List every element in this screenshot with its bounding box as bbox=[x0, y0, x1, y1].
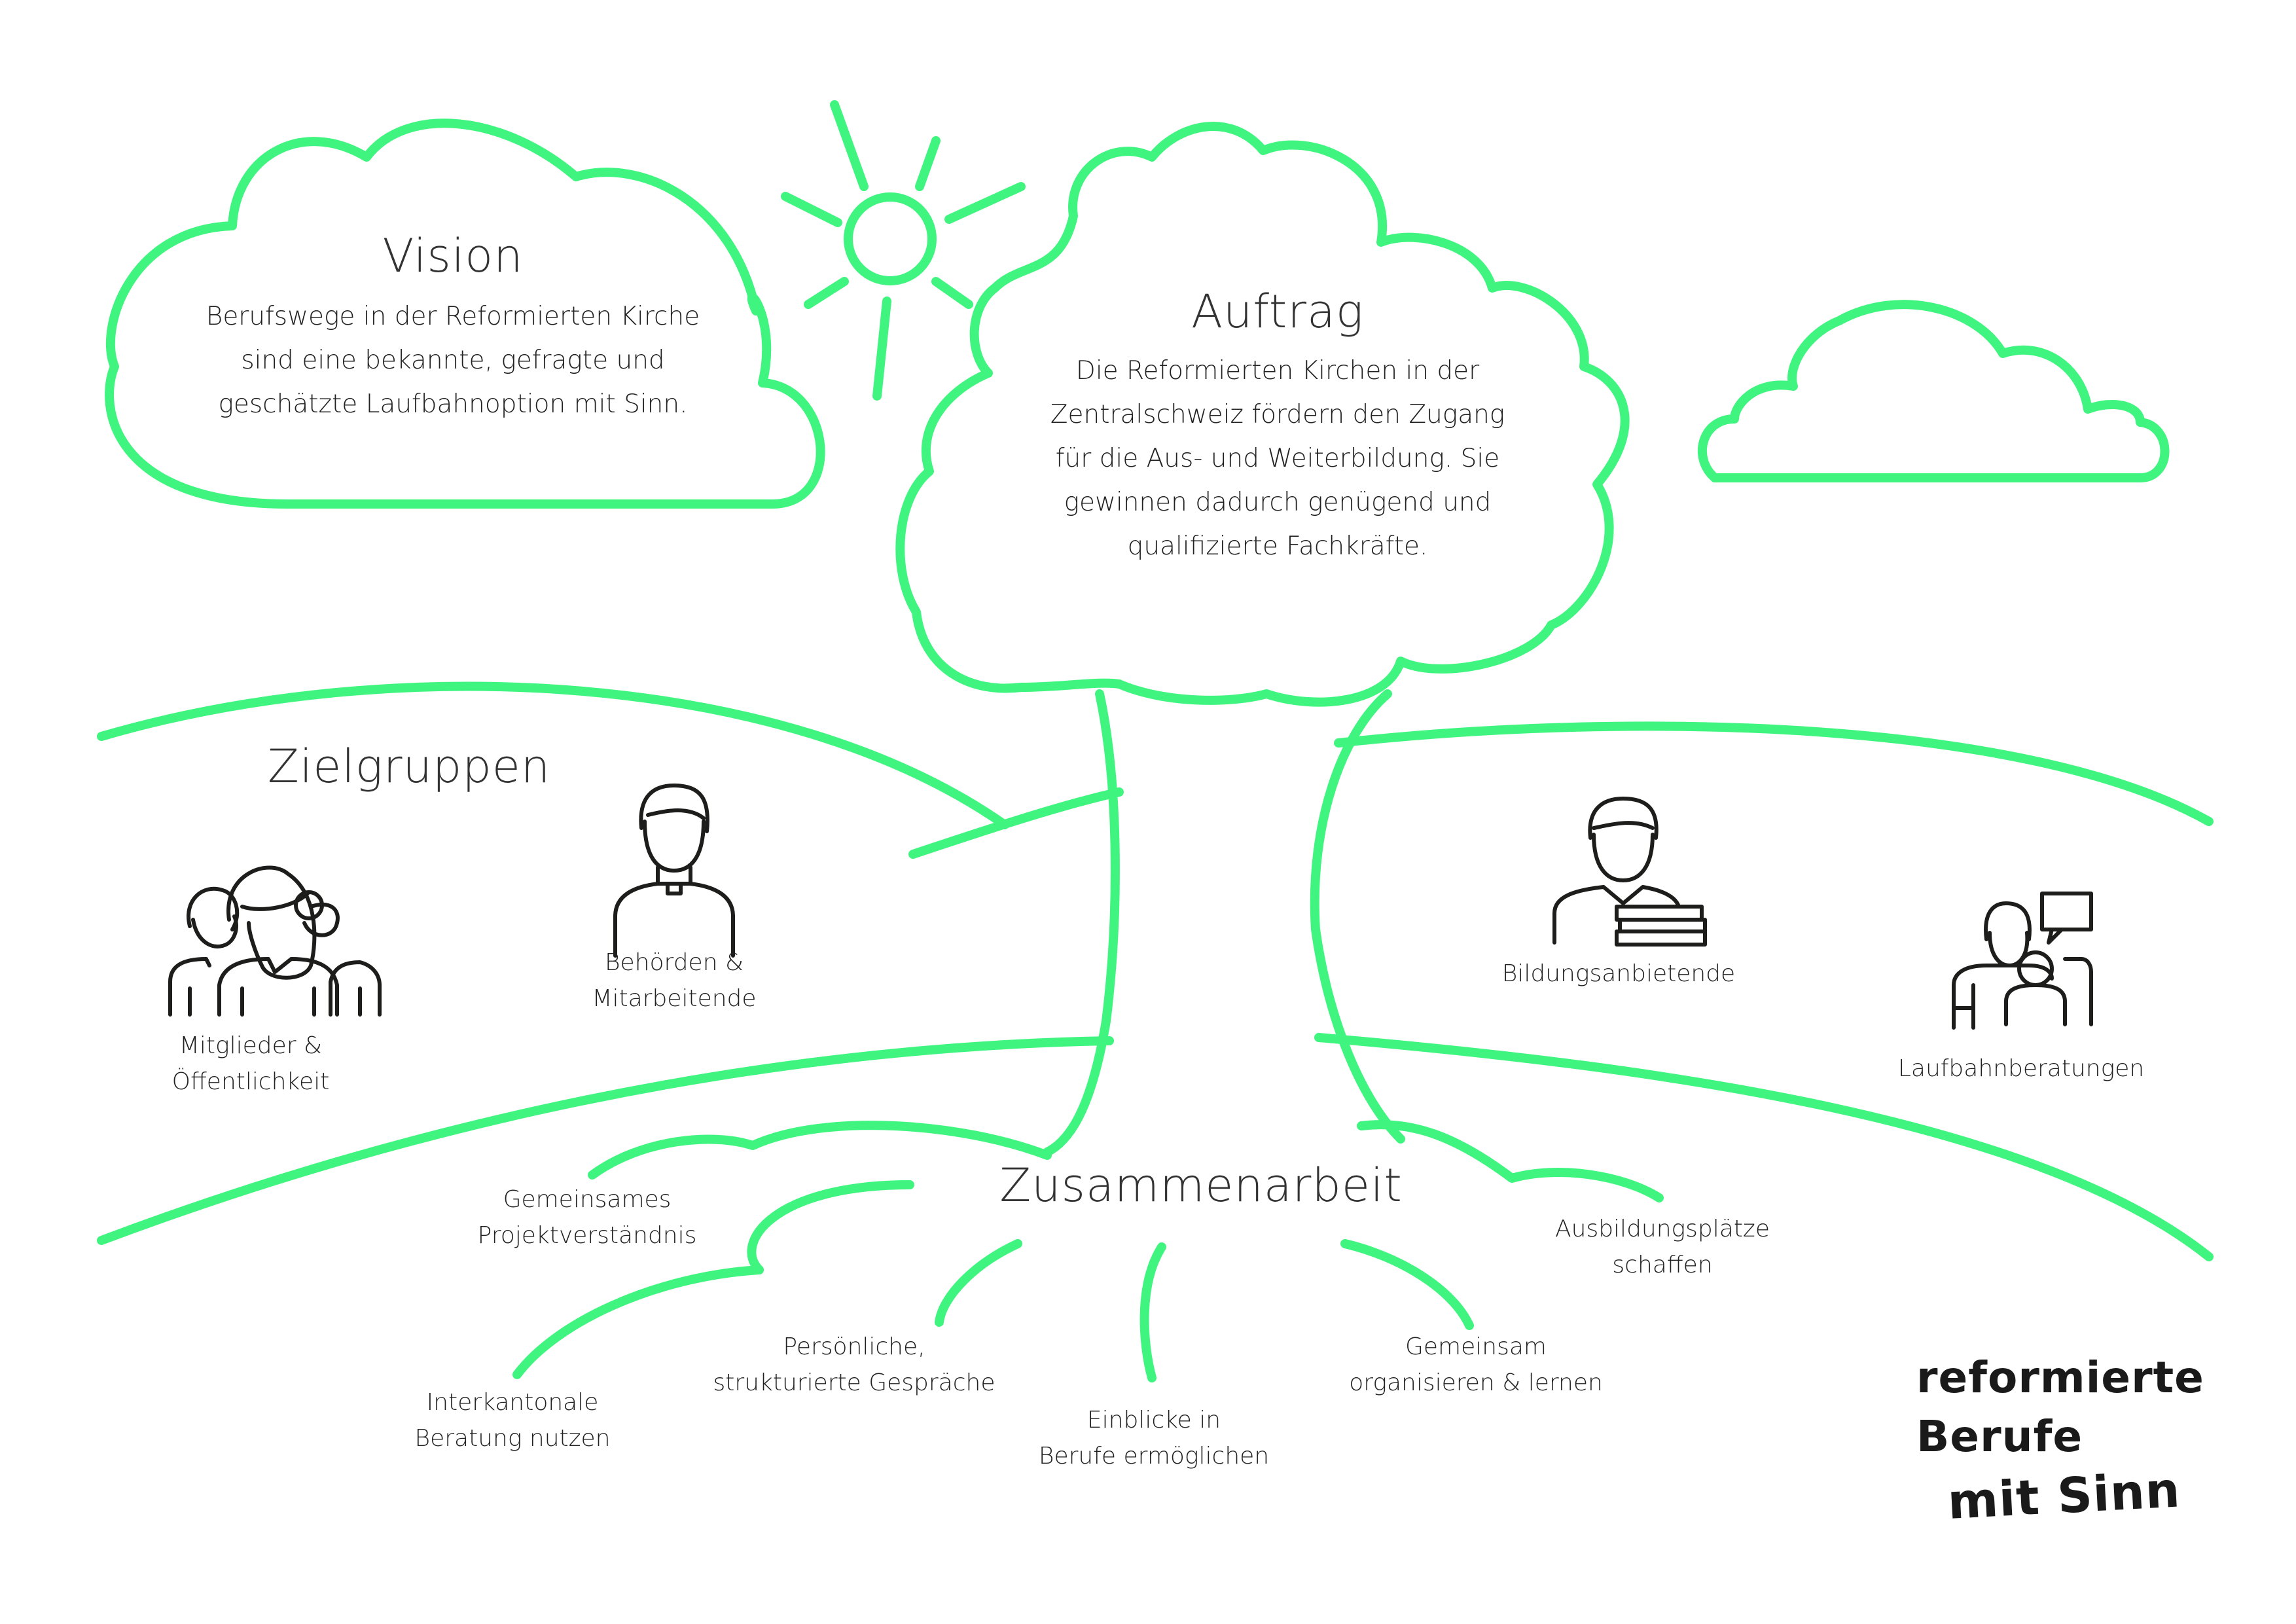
logo-line-3: mit Sinn bbox=[1946, 1462, 2182, 1530]
group-label-behoerden: Behörden & Mitarbeitende bbox=[592, 945, 756, 1017]
tree-crown bbox=[895, 122, 1630, 707]
auftrag-text-line: gewinnen dadurch genügend und bbox=[1064, 488, 1492, 517]
root-label-projektverstaendnis: Gemeinsames Projektverständnis bbox=[478, 1182, 697, 1254]
label-line: Projektverständnis bbox=[477, 1222, 697, 1249]
group-label-bildungsanbietende: Bildungsanbietende bbox=[1502, 956, 1735, 992]
sun-icon bbox=[781, 100, 1026, 401]
label-line: Bildungsanbietende bbox=[1501, 960, 1736, 987]
zusammenarbeit-title: Zusammenarbeit bbox=[999, 1159, 1403, 1212]
tree-trunk-right bbox=[1310, 689, 1405, 1144]
label-line: Laufbahnberatungen bbox=[1897, 1055, 2145, 1082]
auftrag-text-line: Die Reformierten Kirchen in der bbox=[1075, 356, 1480, 386]
counseling-icon bbox=[1952, 892, 2093, 1030]
label-line: Öffentlichkeit bbox=[171, 1068, 330, 1095]
group-label-laufbahnberatungen: Laufbahnberatungen bbox=[1898, 1051, 2144, 1087]
group-label-mitglieder: Mitglieder & Öffentlichkeit bbox=[172, 1028, 330, 1100]
label-line: Persönliche, bbox=[783, 1333, 925, 1360]
label-line: Interkantonale bbox=[426, 1389, 599, 1416]
small-cloud bbox=[1697, 300, 2170, 482]
root-5 bbox=[1340, 1239, 1474, 1330]
label-line: Beratung nutzen bbox=[414, 1425, 611, 1452]
logo: reformierte Berufe mit Sinn bbox=[1916, 1348, 2204, 1532]
label-line: Mitglieder & bbox=[179, 1032, 323, 1059]
logo-line-2: Berufe bbox=[1916, 1411, 2083, 1462]
hill-bottom-right bbox=[1314, 1033, 2214, 1261]
root-2 bbox=[512, 1265, 764, 1379]
vision-text-line: geschätzte Laufbahnoption mit Sinn. bbox=[218, 389, 688, 419]
label-line: Gemeinsam bbox=[1405, 1333, 1547, 1360]
official-person-icon bbox=[613, 784, 735, 958]
tree-trunk-left bbox=[1043, 689, 1120, 1157]
label-line: Mitarbeitende bbox=[592, 985, 757, 1012]
hill-top-left-branch bbox=[908, 787, 1124, 859]
group-icon bbox=[168, 865, 382, 1017]
label-line: Berufe ermöglichen bbox=[1038, 1443, 1270, 1470]
label-line: Gemeinsames bbox=[503, 1186, 672, 1213]
root-label-ausbildungsplaetze: Ausbildungsplätze schaffen bbox=[1555, 1211, 1770, 1283]
root-3 bbox=[935, 1239, 1022, 1327]
hill-top-right bbox=[1334, 721, 2214, 826]
hill-bottom-left bbox=[97, 1036, 1114, 1245]
root-hill-left bbox=[588, 1121, 1052, 1180]
root-label-organisieren: Gemeinsam organisieren & lernen bbox=[1349, 1329, 1603, 1401]
vision-text-line: sind eine bekannte, gefragte und bbox=[241, 346, 665, 375]
root-1 bbox=[747, 1180, 914, 1274]
label-line: Einblicke in bbox=[1086, 1407, 1221, 1434]
auftrag-text: Die Reformierten Kirchen in der Zentrals… bbox=[1050, 349, 1505, 568]
root-4 bbox=[1139, 1242, 1166, 1382]
label-line: strukturierte Gespräche bbox=[713, 1369, 996, 1396]
vision-title: Vision bbox=[382, 229, 524, 283]
auftrag-title: Auftrag bbox=[1191, 285, 1364, 338]
auftrag-text-line: für die Aus- und Weiterbildung. Sie bbox=[1055, 444, 1500, 473]
label-line: organisieren & lernen bbox=[1349, 1369, 1603, 1396]
label-line: Ausbildungsplätze bbox=[1555, 1216, 1770, 1242]
vision-cloud bbox=[105, 118, 825, 509]
logo-line-1: reformierte bbox=[1916, 1352, 2204, 1403]
hill-top-left bbox=[97, 681, 1009, 829]
root-label-interkantonale: Interkantonale Beratung nutzen bbox=[415, 1384, 611, 1456]
zielgruppen-title: Zielgruppen bbox=[267, 740, 551, 793]
teacher-books-icon bbox=[1552, 797, 1707, 947]
vision-text-line: Berufswege in der Reformierten Kirche bbox=[206, 302, 700, 331]
vision-text: Berufswege in der Reformierten Kirche si… bbox=[206, 295, 700, 426]
label-line: Behörden & bbox=[604, 949, 744, 976]
root-hill-right bbox=[1357, 1120, 1664, 1202]
root-label-gespraeche: Persönliche, strukturierte Gespräche bbox=[713, 1329, 996, 1401]
label-line: schaffen bbox=[1612, 1252, 1713, 1278]
auftrag-text-line: Zentralschweiz fördern den Zugang bbox=[1050, 400, 1505, 429]
auftrag-text-line: qualifizierte Fachkräfte. bbox=[1127, 532, 1428, 561]
root-label-einblicke: Einblicke in Berufe ermöglichen bbox=[1039, 1402, 1269, 1474]
